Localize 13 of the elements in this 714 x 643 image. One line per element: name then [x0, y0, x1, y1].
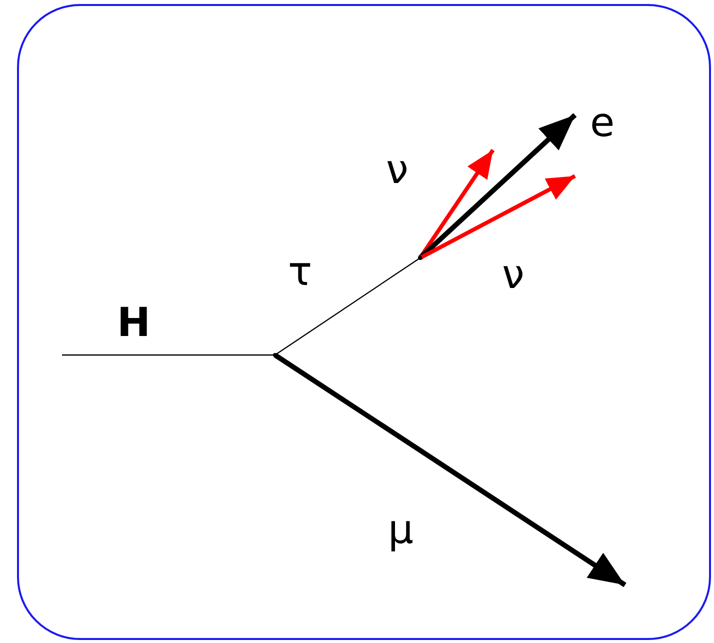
vertex-point — [418, 256, 422, 260]
arrow — [419, 174, 576, 260]
line — [62, 354, 275, 356]
arrow — [274, 352, 626, 588]
arrow — [418, 113, 577, 260]
edge-label: ν — [502, 255, 524, 295]
edge-label: H — [117, 303, 150, 343]
vertex-point — [273, 353, 277, 357]
edge-label: τ — [288, 252, 312, 292]
edge-label: μ — [388, 510, 414, 550]
line — [274, 258, 420, 356]
edge-label: e — [590, 103, 615, 143]
edge-label: ν — [386, 150, 408, 190]
